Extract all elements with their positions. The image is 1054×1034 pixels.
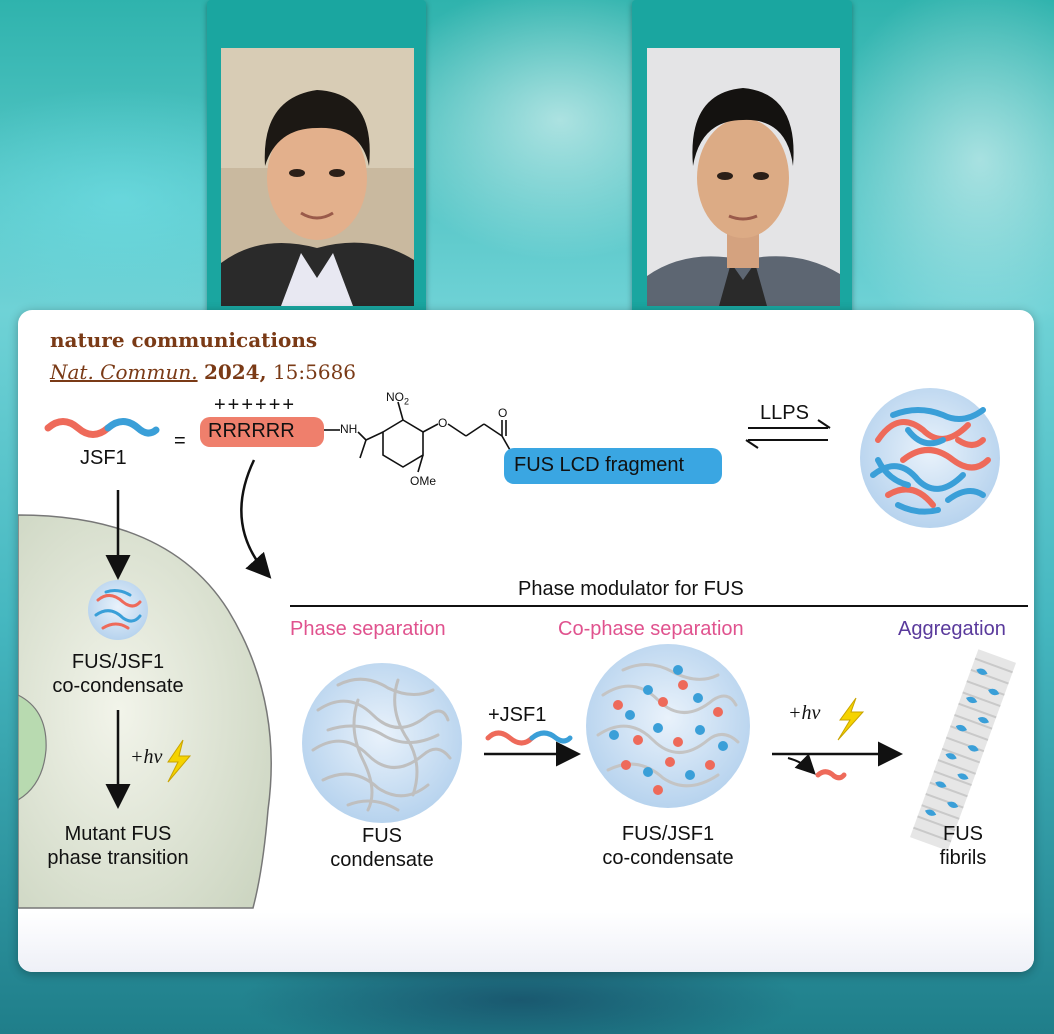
stage-label-co-condensate-line2: co-condensate [602,847,734,869]
cell-outcome-line1: Mutant FUS [64,823,172,845]
ome-label: OMe [410,474,437,488]
figure-panel: nature communications Nat. Commun. 2024,… [18,310,1034,972]
stage-label-co-condensate: FUS/JSF1 co-condensate [588,822,748,870]
nh-label: NH [340,422,358,436]
peptide-charges: ++++++ [214,394,297,416]
cell-outcome-line2: phase transition [47,847,189,869]
arrow2-label: +hν [788,702,821,724]
author-photo-left [221,48,414,306]
stage-heading-aggregation: Aggregation [898,618,1006,640]
figure-graphics [18,388,1028,909]
fus-condensate-sphere [302,663,462,823]
cell-body [18,514,272,909]
journal-citation: Nat. Commun. 2024, 15:5686 [50,360,356,384]
fus-lcd-box [504,448,722,484]
no2-subscript: 2 [404,396,410,407]
jsf1-label: JSF1 [80,447,127,469]
arrow1-label: +JSF1 [488,704,547,726]
journal-name: nature communications [50,328,318,352]
cell-hv-label: +hν [130,746,163,768]
ketone-o-label: O [498,406,508,420]
fus-lcd-label: FUS LCD fragment [514,454,685,476]
stage-label-fibrils-line1: FUS [943,823,983,845]
stage-label-fus-condensate-line2: condensate [330,849,434,871]
no2-text: NO [386,390,404,404]
co-condensate-beads [609,665,728,795]
equals-sign: = [174,430,186,452]
cell-nucleus [18,694,47,801]
cell-condensate-label-line2: co-condensate [52,675,184,697]
llps-label: LLPS [760,402,809,424]
arrow1-strand-red [485,730,535,746]
cell-outcome-label: Mutant FUS phase transition [20,822,216,870]
jsf1-strand-blue [104,418,160,437]
journal-volume: 15:5686 [272,360,357,384]
chemical-structure [324,401,511,473]
peptide-box [200,417,324,447]
lightning-icon-cell [167,739,192,783]
llps-arrows [745,419,831,449]
author-photo-right [647,48,840,306]
stage-heading-phase-separation: Phase separation [290,618,446,640]
arrow2-branch [787,753,816,775]
stage-label-fus-condensate-line1: FUS [362,825,402,847]
stage-heading-co-phase-separation: Co-phase separation [558,618,744,640]
journal-abbrev: Nat. Commun. [50,360,198,384]
stage-label-fibrils: FUS fibrils [908,822,1018,870]
stage-label-fibrils-line2: fibrils [939,847,987,869]
cell-condensate-label: FUS/JSF1 co-condensate [28,650,208,698]
peptide-sequence: RRRRRR [208,420,295,442]
fus-fibril [910,649,1016,851]
lightning-icon-arrow [837,697,865,741]
stage-label-co-condensate-line1: FUS/JSF1 [621,823,715,845]
modulator-title: Phase modulator for FUS [518,578,744,600]
cell-condensate [88,580,148,640]
fus-condensate-strands [311,677,452,812]
curved-arrow [240,459,272,579]
arrow1-strand-blue [529,730,573,744]
stage-label-fus-condensate: FUS condensate [302,824,462,872]
cell-condensate-label-line1: FUS/JSF1 [71,651,165,673]
cell-condensate-strands [94,589,142,630]
jsf1-strand-red [44,418,112,438]
no2-label: NO2 [386,390,409,406]
ether-o-label: O [438,416,448,430]
llps-droplet-strands [870,407,991,515]
panel-footer [18,912,1034,972]
journal-year: 2024, [203,360,267,384]
arrow2-red-strand [815,769,847,781]
